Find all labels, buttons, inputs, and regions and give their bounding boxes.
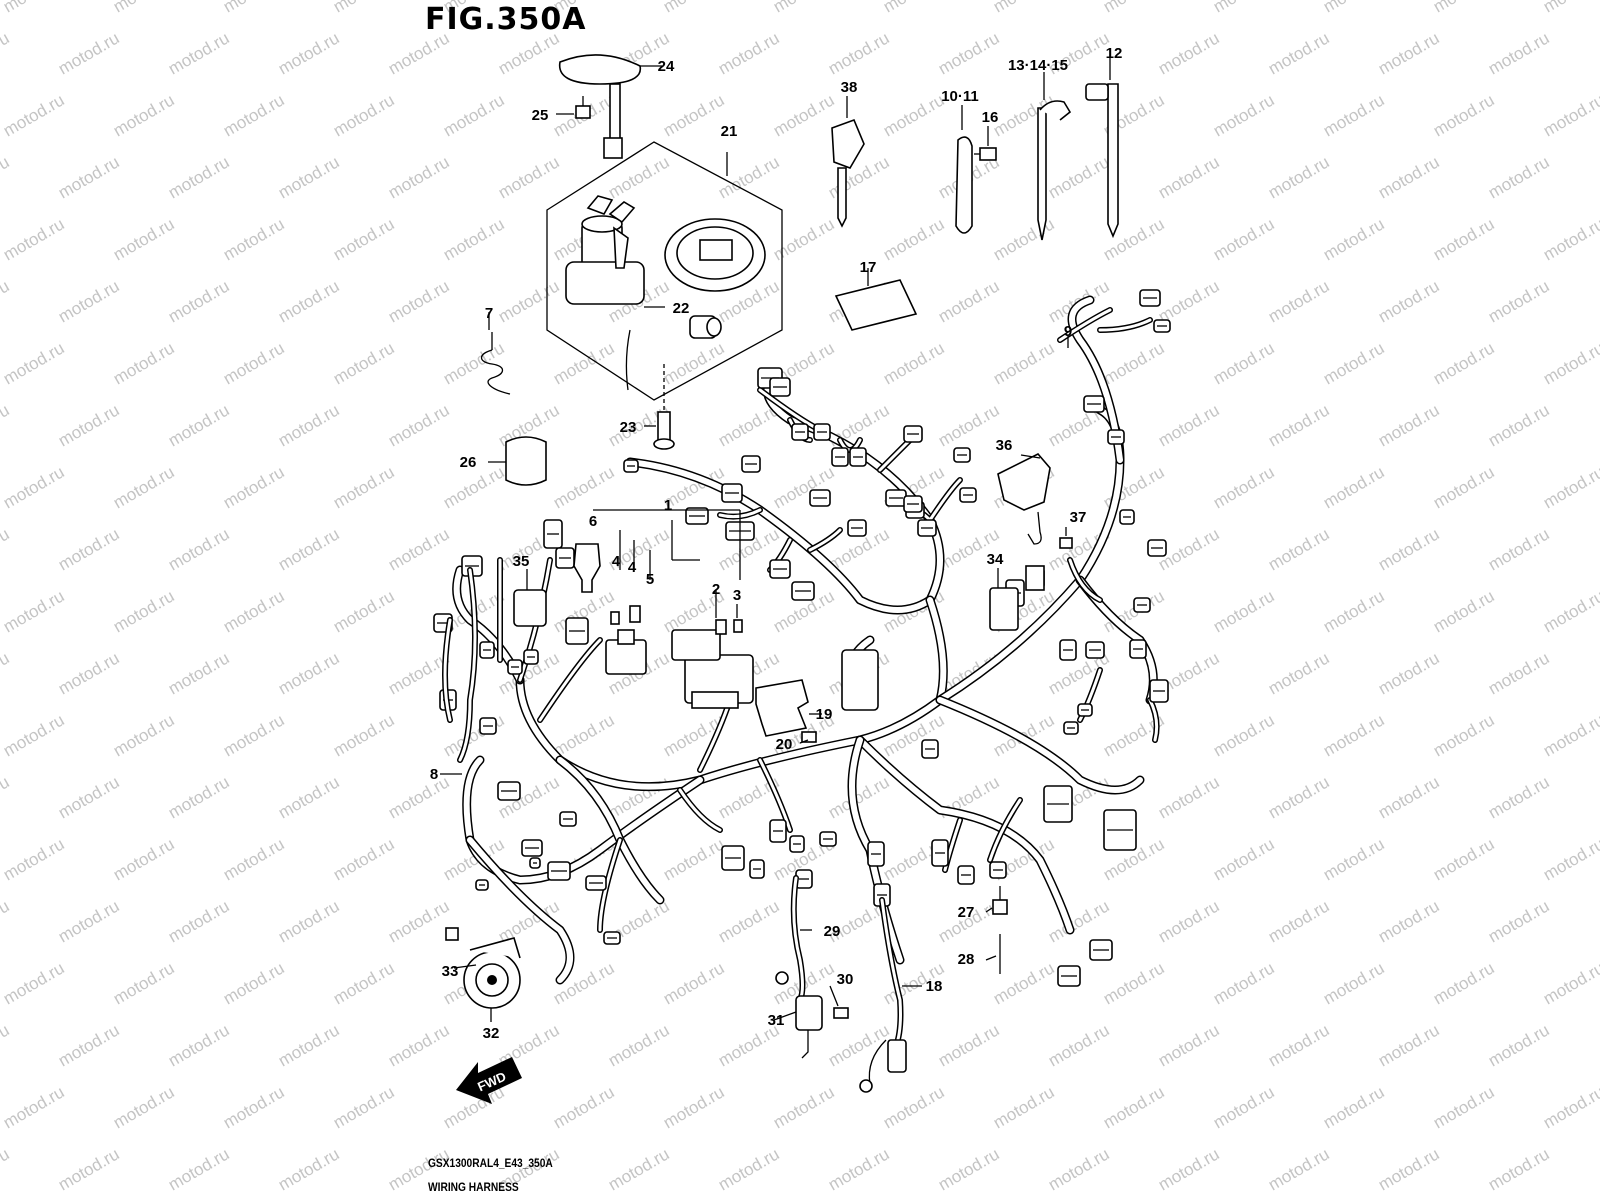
label-12: 12 bbox=[1106, 45, 1123, 62]
bolt-37-part bbox=[1059, 537, 1073, 549]
label-36: 36 bbox=[996, 437, 1013, 454]
part-number-labels: 1 2 3 4 4 5 6 7 8 9 10·11 12 13·14·15 16… bbox=[430, 45, 1123, 1042]
fuse-2-part bbox=[715, 619, 727, 635]
cable-tie-13-15-part bbox=[1037, 100, 1072, 241]
fuse-box-5-part bbox=[605, 629, 647, 675]
relay-34-part bbox=[989, 565, 1045, 631]
label-9: 9 bbox=[1064, 323, 1072, 340]
bracket-19-part bbox=[755, 679, 809, 737]
ecu-connector-harness bbox=[841, 649, 879, 711]
label-8: 8 bbox=[430, 766, 438, 783]
label-27: 27 bbox=[958, 904, 975, 921]
label-33: 33 bbox=[442, 963, 459, 980]
bracket-36-part bbox=[997, 453, 1051, 545]
label-30: 30 bbox=[837, 971, 854, 988]
key-part bbox=[831, 118, 865, 228]
label-21: 21 bbox=[721, 123, 738, 140]
label-5: 5 bbox=[646, 571, 654, 588]
label-34: 34 bbox=[987, 551, 1004, 568]
cover-26-part bbox=[505, 436, 547, 486]
label-3: 3 bbox=[733, 587, 741, 604]
figure-title: FIG.350A bbox=[425, 2, 587, 37]
harness-18-part bbox=[859, 897, 907, 1093]
label-2: 2 bbox=[712, 581, 720, 598]
label-31: 31 bbox=[768, 1012, 785, 1029]
label-16: 16 bbox=[982, 109, 999, 126]
label-38: 38 bbox=[841, 79, 858, 96]
label-10-11: 10·11 bbox=[941, 88, 979, 105]
seat-lock-part bbox=[689, 315, 722, 339]
label-4a: 4 bbox=[612, 553, 621, 570]
cover-24-part bbox=[558, 54, 642, 159]
clamp-10-11-part bbox=[955, 136, 973, 234]
fuse-3-part bbox=[733, 619, 743, 633]
label-sticker-17-part bbox=[834, 279, 918, 331]
harness-8-part bbox=[442, 567, 478, 763]
screw-25-part bbox=[575, 96, 591, 119]
screw-23-part bbox=[653, 411, 675, 450]
label-4b: 4 bbox=[628, 559, 637, 576]
spring-7-part bbox=[480, 332, 511, 395]
bolt-16-part bbox=[974, 147, 997, 161]
switch-27-part bbox=[992, 886, 1008, 915]
fuse-4a-part bbox=[610, 611, 620, 625]
horn-32-part bbox=[463, 937, 521, 1009]
sensor-31-part bbox=[775, 971, 823, 1059]
harness-9-part bbox=[1057, 307, 1153, 343]
cable-tie-12-part bbox=[1085, 83, 1119, 239]
bolt-20-part bbox=[801, 731, 817, 743]
sensor-29-part bbox=[790, 875, 806, 1003]
label-28: 28 bbox=[958, 951, 975, 968]
fwd-arrow-icon: FWD bbox=[456, 1057, 522, 1104]
label-23: 23 bbox=[620, 419, 637, 436]
fuse-4b-part bbox=[629, 605, 641, 623]
label-18: 18 bbox=[926, 978, 943, 995]
bolt-33-part bbox=[445, 927, 459, 941]
leader-lines bbox=[440, 312, 1069, 1022]
label-35: 35 bbox=[513, 553, 530, 570]
label-37: 37 bbox=[1070, 509, 1087, 526]
label-25: 25 bbox=[532, 107, 549, 124]
fuel-cap-part bbox=[664, 218, 766, 292]
label-22: 22 bbox=[673, 300, 690, 317]
ignition-switch-part bbox=[565, 195, 645, 391]
label-32: 32 bbox=[483, 1025, 500, 1042]
fuse-cap-6-part bbox=[573, 543, 601, 593]
label-1: 1 bbox=[664, 497, 672, 514]
label-29: 29 bbox=[824, 923, 841, 940]
figure-name: WIRING HARNESS bbox=[428, 1180, 519, 1194]
label-20: 20 bbox=[776, 736, 793, 753]
label-13-14-15: 13·14·15 bbox=[1008, 57, 1068, 74]
label-6: 6 bbox=[589, 513, 597, 530]
model-code: GSX1300RAL4_E43_350A bbox=[428, 1156, 553, 1170]
label-7: 7 bbox=[485, 305, 493, 322]
relay-35-part bbox=[513, 589, 547, 627]
label-17: 17 bbox=[860, 259, 877, 276]
bolt-30-part bbox=[833, 1007, 849, 1019]
label-19: 19 bbox=[816, 706, 833, 723]
junction-box-1-part bbox=[671, 629, 754, 709]
label-24: 24 bbox=[658, 58, 675, 75]
lock-set-group-outline bbox=[546, 141, 783, 401]
label-26: 26 bbox=[460, 454, 477, 471]
